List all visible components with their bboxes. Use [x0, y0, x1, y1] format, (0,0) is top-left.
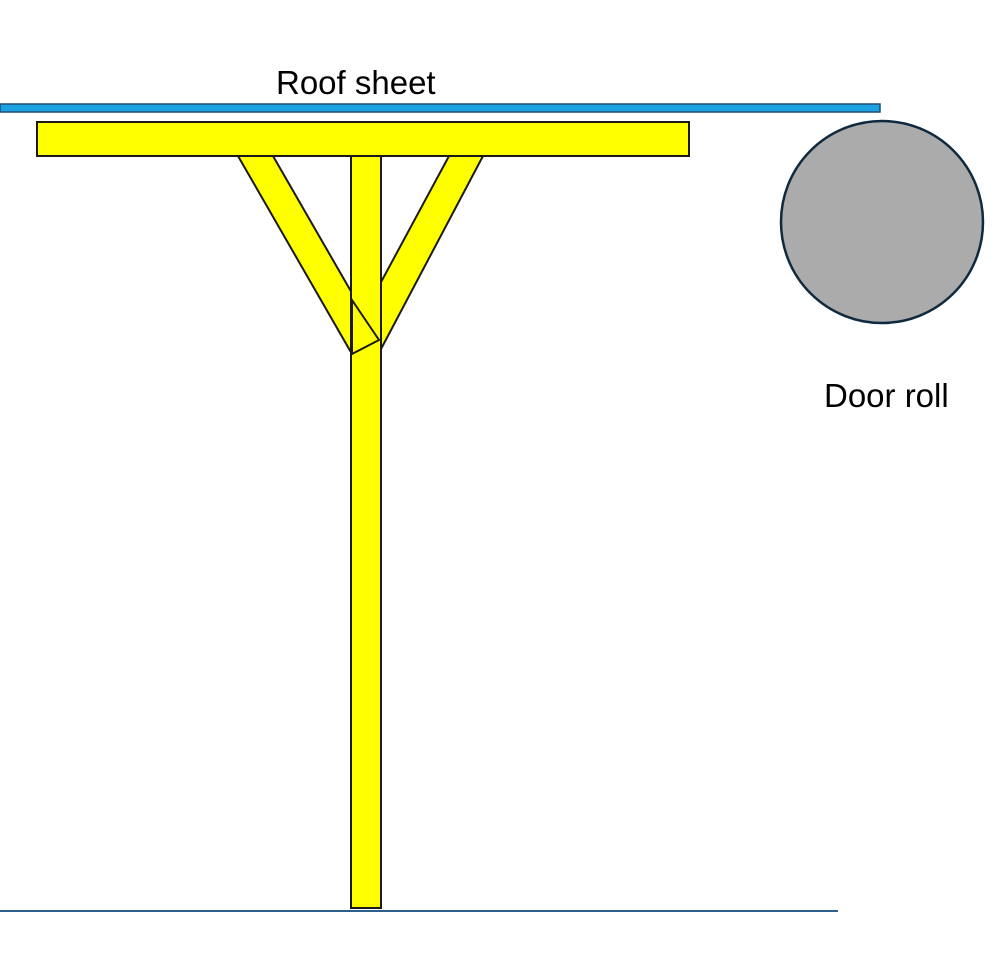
- top-beam: [36, 121, 690, 157]
- roof-sheet: [0, 103, 881, 113]
- right-brace: [378, 155, 485, 350]
- door-roll: [779, 119, 985, 325]
- door-roll-label: Door roll: [824, 377, 949, 414]
- vertical-post: [350, 155, 382, 909]
- roof-sheet-label: Roof sheet: [276, 64, 436, 101]
- left-brace-joint: [351, 296, 381, 356]
